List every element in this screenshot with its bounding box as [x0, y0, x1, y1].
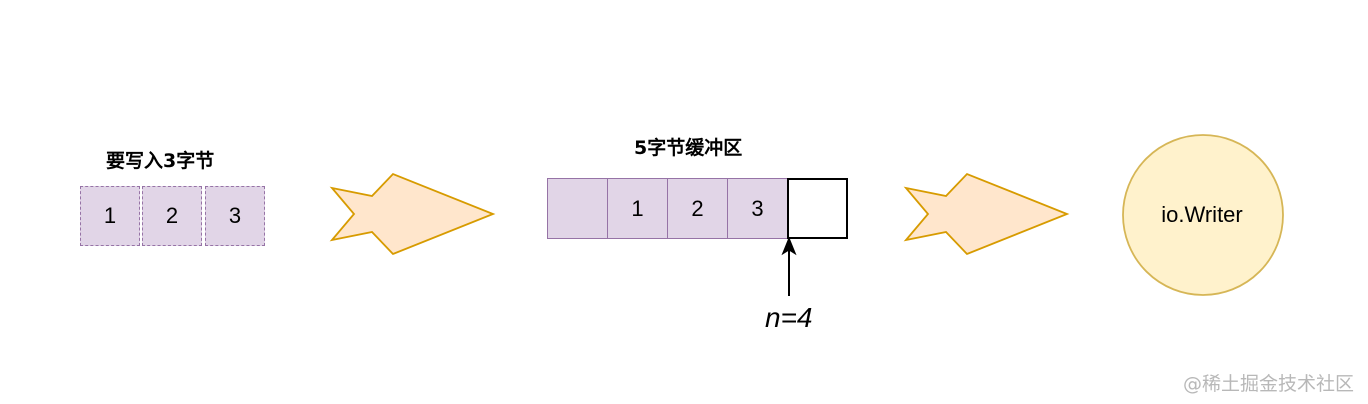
flow-arrow-icon [903, 172, 1070, 256]
buffer-cell-5 [787, 178, 848, 239]
pointer-label: n=4 [765, 302, 813, 333]
flow-arrow-icon [329, 172, 496, 256]
writer-circle [1122, 134, 1284, 296]
buffer-cell-1 [547, 178, 608, 239]
writer-label: io.Writer [1161, 202, 1243, 227]
input-cell-3: 3 [205, 186, 265, 246]
buffer-cell-3: 2 [667, 178, 728, 239]
buffer-cell-2: 1 [607, 178, 668, 239]
input-cell-2: 2 [142, 186, 202, 246]
watermark: @稀土掘金技术社区 [1182, 373, 1354, 395]
input-cell-1: 1 [80, 186, 140, 246]
input-title: 要写入3字节 [106, 150, 215, 172]
buffer-cell-4: 3 [727, 178, 788, 239]
pointer-arrow-icon [781, 236, 797, 296]
buffer-title: 5字节缓冲区 [634, 137, 743, 159]
